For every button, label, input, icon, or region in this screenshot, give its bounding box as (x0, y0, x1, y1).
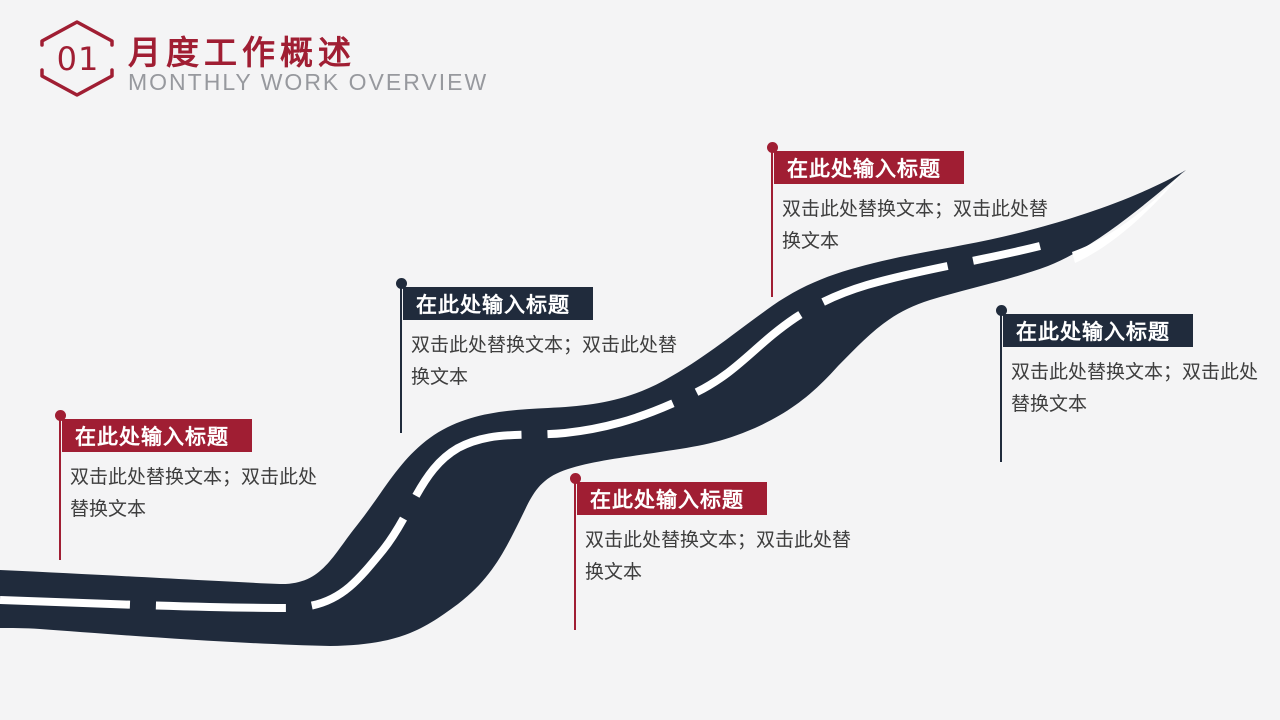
callout-body[interactable]: 双击此处替换文本；双击此处替 换文本 (411, 330, 677, 394)
badge-number: 01 (56, 40, 100, 78)
callout-dot (54, 409, 66, 421)
callout-title-bar[interactable]: 在此处输入标题 (774, 151, 964, 184)
callout-body[interactable]: 双击此处替换文本；双击此处 替换文本 (70, 462, 317, 526)
callout-body[interactable]: 双击此处替换文本；双击此处替 换文本 (782, 194, 1048, 258)
road-body (0, 170, 1186, 646)
callout-pole (771, 147, 773, 297)
page-subtitle: MONTHLY WORK OVERVIEW (128, 69, 489, 95)
road-centerline-dashes (0, 242, 1041, 613)
callout-body-line: 双击此处替换文本；双击此处替 (585, 530, 852, 551)
callout-dot (766, 141, 778, 153)
callout-body-line: 双击此处替换文本；双击此处 (70, 467, 318, 488)
callout-dot (395, 277, 407, 289)
callout-body-line: 替换文本 (70, 499, 147, 520)
callout-body-line: 双击此处替换文本；双击此处 (1011, 362, 1259, 383)
callout-body-line: 换文本 (782, 231, 840, 252)
callout-dot (995, 304, 1007, 316)
page-title: 月度工作概述 (128, 34, 356, 71)
callout-pole (1000, 310, 1002, 462)
callout-title-bar[interactable]: 在此处输入标题 (577, 482, 767, 515)
header: 01 月度工作概述 MONTHLY WORK OVERVIEW (0, 0, 1280, 110)
callout-body-line: 替换文本 (1011, 394, 1088, 415)
callout-body-line: 换文本 (411, 367, 469, 388)
callout-body[interactable]: 双击此处替换文本；双击此处 替换文本 (1011, 357, 1258, 421)
callout-body[interactable]: 双击此处替换文本；双击此处替 换文本 (585, 525, 851, 589)
callout-dot (569, 472, 581, 484)
callout-title-bar[interactable]: 在此处输入标题 (62, 419, 252, 452)
chapter-badge: 01 (38, 18, 118, 100)
hexagon-icon (40, 20, 114, 97)
callout-title-bar[interactable]: 在此处输入标题 (403, 287, 593, 320)
callout-body-line: 换文本 (585, 562, 643, 583)
callout-pole (574, 478, 576, 630)
callout-body-line: 双击此处替换文本；双击此处替 (411, 335, 678, 356)
road-tip-highlight (1072, 171, 1184, 263)
callout-pole (59, 415, 61, 560)
callout-body-line: 双击此处替换文本；双击此处替 (782, 199, 1049, 220)
callout-title-bar[interactable]: 在此处输入标题 (1003, 314, 1193, 347)
callout-pole (400, 283, 402, 433)
